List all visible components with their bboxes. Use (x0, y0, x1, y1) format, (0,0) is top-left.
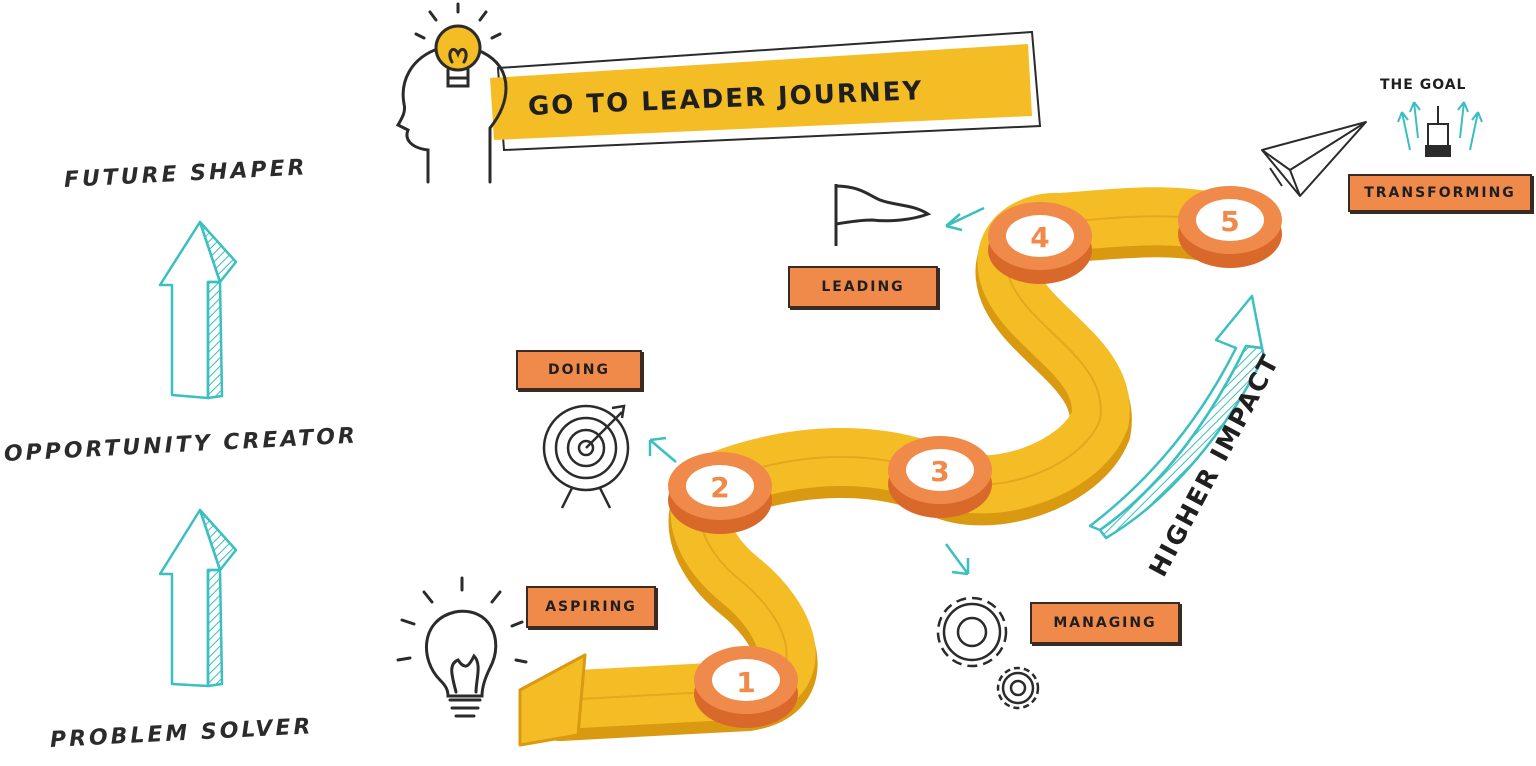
stage-label-doing: DOING (516, 350, 642, 390)
stage-node-4: 4 (988, 202, 1092, 284)
paper-plane-icon (1261, 121, 1367, 197)
stage-node-2: 2 (668, 452, 772, 534)
stage-node-1: 1 (694, 646, 798, 728)
pointer-arrow-icon (945, 206, 985, 232)
stage-node-3: 3 (888, 436, 992, 518)
up-arrow-icon (158, 220, 238, 400)
head-lightbulb-icon (395, 2, 508, 184)
stage-number: 1 (736, 666, 755, 699)
target-icon (542, 404, 630, 509)
higher-impact-arrow-icon (1088, 294, 1266, 540)
stage-label-leading: LEADING (788, 266, 938, 308)
sparkle-arrows-icon (1397, 101, 1483, 151)
title-banner (490, 30, 1042, 152)
pointer-arrow-icon (944, 543, 970, 576)
lightbulb-icon (396, 576, 528, 718)
stage-number: 4 (1030, 221, 1049, 254)
goal-label: THE GOAL (1380, 77, 1467, 93)
gears-icon (936, 596, 1040, 710)
up-arrow-icon (158, 508, 238, 688)
flag-icon (834, 184, 932, 246)
stage-label-transforming: TRANSFORMING (1348, 174, 1532, 212)
stage-label-managing: MANAGING (1030, 602, 1180, 644)
stage-node-5: 5 (1178, 186, 1282, 268)
stage-label-aspiring: ASPIRING (526, 586, 656, 628)
stage-number: 5 (1220, 205, 1239, 238)
pointer-arrow-icon (648, 436, 677, 463)
stage-number: 2 (710, 471, 729, 504)
stage-number: 3 (930, 455, 949, 488)
hand-pointing-up-icon (1425, 106, 1451, 157)
